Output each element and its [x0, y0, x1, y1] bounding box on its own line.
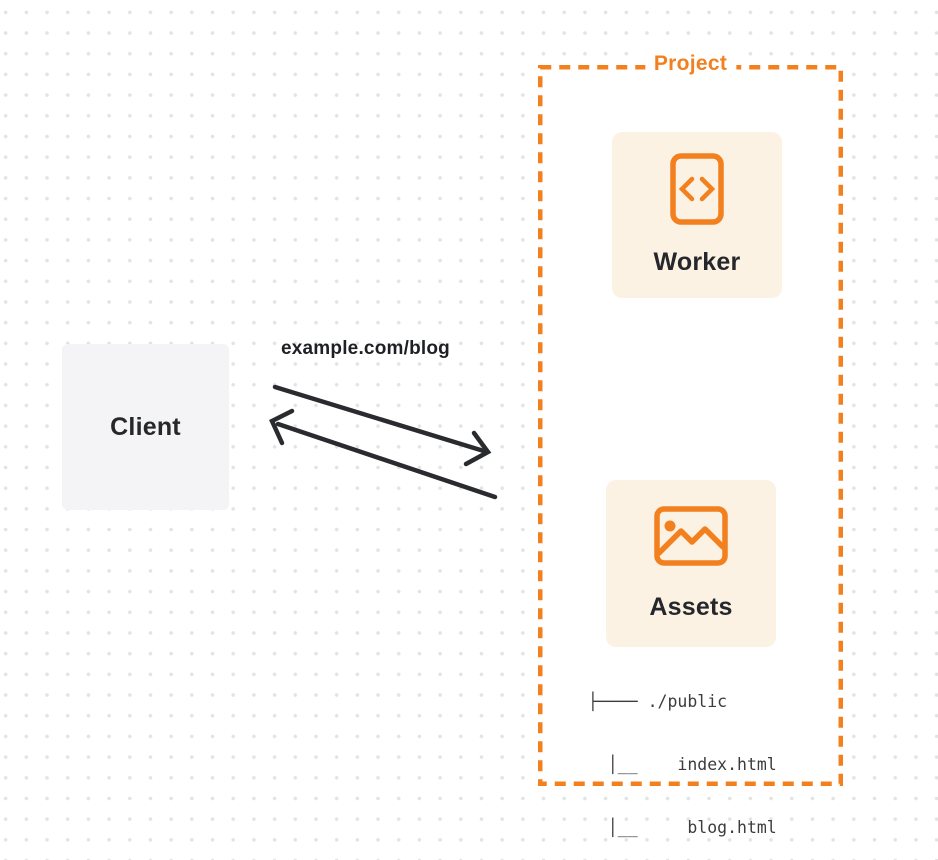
worker-node: Worker [612, 132, 782, 298]
response-arrow [269, 408, 498, 500]
assets-label: Assets [649, 592, 733, 621]
client-node: Client [62, 344, 229, 510]
project-dashed-border [538, 65, 843, 786]
project-label: Project [644, 52, 737, 76]
file-tree: ├──── ./public │__ index.html │__ blog.h… [588, 649, 777, 860]
client-label: Client [110, 412, 181, 441]
tree-line-blog: │__ blog.html [588, 818, 777, 837]
image-icon [654, 505, 728, 566]
request-arrow [272, 384, 492, 467]
request-url-label: example.com/blog [281, 338, 450, 359]
project-boundary: Project Worker Assets ├──── ./public │__… [538, 52, 843, 837]
assets-node: Assets [606, 480, 776, 647]
worker-label: Worker [653, 248, 741, 276]
tree-line-public: ├──── ./public [588, 692, 728, 711]
tree-line-index: │__ index.html [588, 755, 777, 774]
code-document-icon [670, 153, 724, 225]
